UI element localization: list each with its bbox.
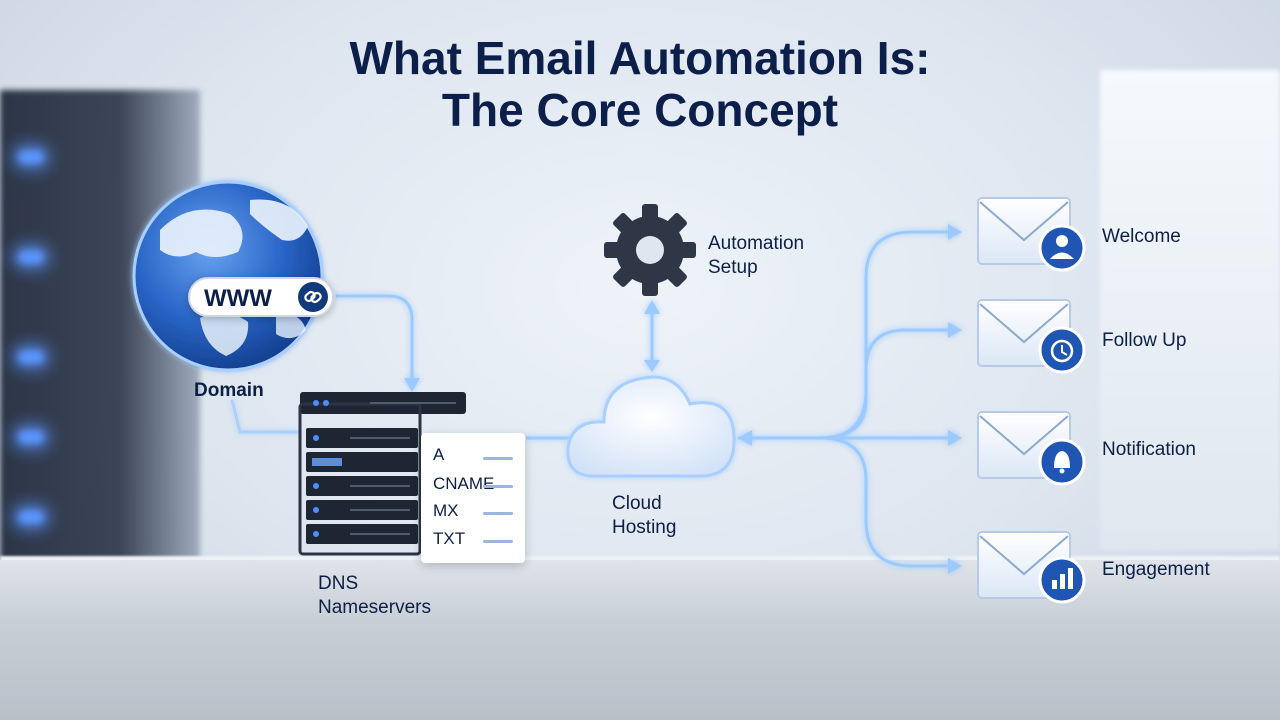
connector-cloud-engagement bbox=[819, 436, 950, 568]
arrow-to-cloud bbox=[738, 430, 752, 446]
www-badge: WWW bbox=[188, 277, 334, 317]
arrowheads bbox=[404, 224, 962, 574]
dns-record-txt: TXT bbox=[433, 529, 466, 548]
email-label-followup: Follow Up bbox=[1102, 330, 1187, 351]
email-label-notification: Notification bbox=[1102, 439, 1196, 460]
email-welcome-icon bbox=[977, 197, 1086, 272]
arrow-to-welcome bbox=[948, 224, 962, 240]
cloud-label-line-2: Hosting bbox=[612, 517, 677, 538]
connector-domain-dns bbox=[336, 294, 414, 380]
dns-record-mx: MX bbox=[433, 501, 459, 520]
dns-records-document: A CNAME MX TXT bbox=[421, 433, 525, 563]
arrow-to-followup bbox=[948, 322, 962, 338]
connectors bbox=[230, 230, 950, 568]
email-engagement-icon bbox=[977, 531, 1086, 604]
automation-label-line-1: Automation bbox=[708, 233, 805, 254]
title-line-1: What Email Automation Is: bbox=[349, 32, 931, 84]
email-followup-icon bbox=[977, 299, 1086, 374]
email-notification-icon bbox=[977, 411, 1086, 486]
cloud-label: Cloud Hosting bbox=[612, 492, 676, 540]
link-icon bbox=[298, 282, 328, 312]
arrow-to-cloud-bottom bbox=[644, 360, 660, 372]
automation-label-line-2: Setup bbox=[708, 257, 758, 278]
email-label-welcome: Welcome bbox=[1102, 226, 1181, 247]
dns-record-cname: CNAME bbox=[433, 474, 495, 493]
cloud-label-line-1: Cloud bbox=[612, 493, 662, 514]
dns-server-icon bbox=[298, 392, 466, 556]
arrow-to-dns bbox=[404, 378, 420, 392]
gear-icon bbox=[604, 204, 696, 296]
background-window bbox=[1100, 70, 1280, 550]
arrow-to-automation bbox=[644, 300, 660, 314]
title-line-2: The Core Concept bbox=[441, 84, 839, 136]
page-title: What Email Automation Is: The Core Conce… bbox=[0, 32, 1280, 136]
automation-label: Automation Setup bbox=[708, 232, 804, 280]
globe-icon bbox=[132, 180, 324, 372]
cloud-icon bbox=[566, 375, 736, 478]
www-text: WWW bbox=[204, 285, 272, 312]
dns-record-a: A bbox=[433, 445, 445, 464]
domain-label: Domain bbox=[194, 380, 264, 401]
dns-label-line-1: DNS bbox=[318, 573, 359, 594]
connector-domain-glow bbox=[230, 399, 300, 434]
connector-cloud-followup bbox=[819, 328, 950, 440]
dns-label: DNS Nameservers bbox=[318, 572, 458, 620]
dns-label-line-2: Nameservers bbox=[318, 597, 431, 618]
arrow-to-engagement bbox=[948, 558, 962, 574]
arrow-to-notification bbox=[948, 430, 962, 446]
email-label-engagement: Engagement bbox=[1102, 559, 1210, 580]
